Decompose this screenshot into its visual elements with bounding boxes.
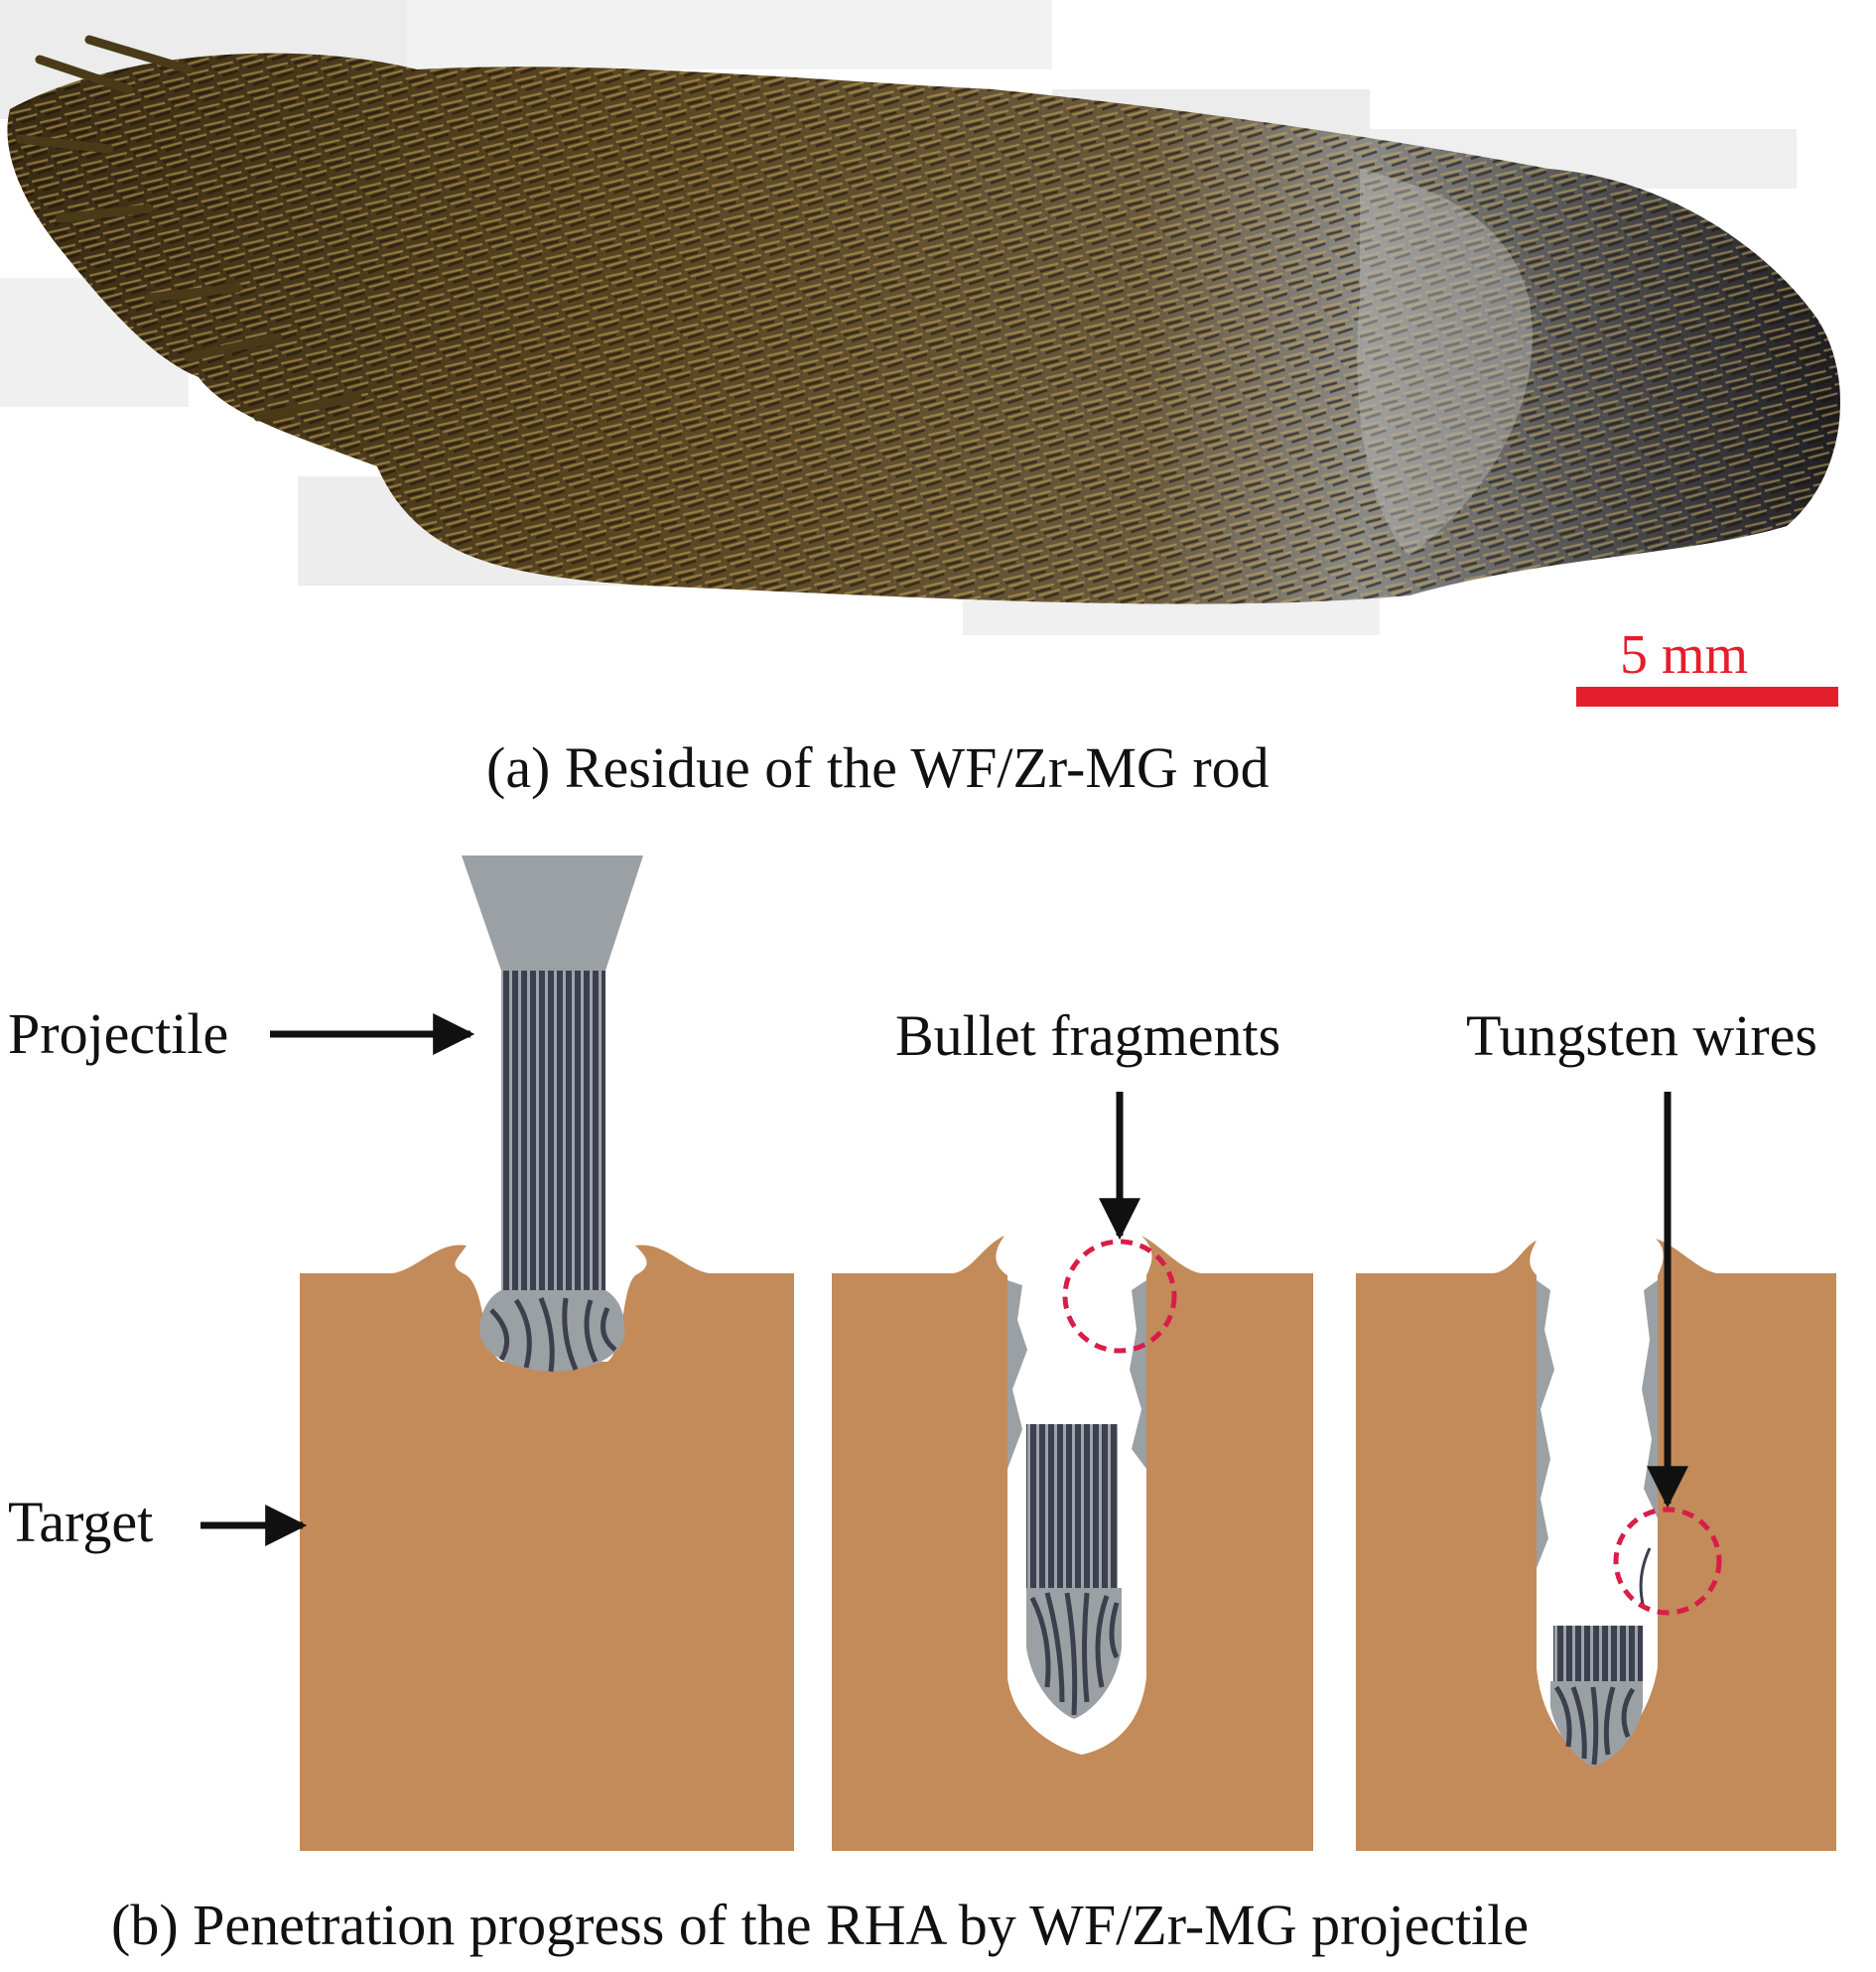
panel-a-caption: (a) Residue of the WF/Zr-MG rod [486,735,1270,800]
stage-2 [832,1236,1313,1851]
panel-b-caption: (b) Penetration progress of the RHA by W… [111,1893,1530,1957]
stage-1 [300,855,794,1851]
projectile-wire-bundle-1 [501,971,605,1298]
target-block-3 [1356,1239,1836,1851]
label-target: Target [8,1490,154,1554]
target-block-2 [832,1236,1313,1851]
tungsten-wires-circle [1613,1507,1722,1616]
stage-3 [1356,1239,1836,1851]
label-bullet-fragments: Bullet fragments [895,1003,1281,1068]
label-tungsten-wires: Tungsten wires [1466,1003,1817,1068]
bullet-fragments-circle [1062,1239,1177,1354]
scale-bar-label: 5 mm [1620,624,1749,686]
scale-bar [1576,687,1838,707]
rod-residue-photo [7,35,1840,604]
projectile-cone-1 [462,855,643,971]
label-projectile: Projectile [8,1001,229,1066]
target-block-1 [300,1245,794,1851]
projectile-wire-bundle-2 [1026,1424,1118,1593]
projectile-wire-bundle-3 [1553,1626,1643,1685]
annotation-arrows [201,1013,1688,1546]
